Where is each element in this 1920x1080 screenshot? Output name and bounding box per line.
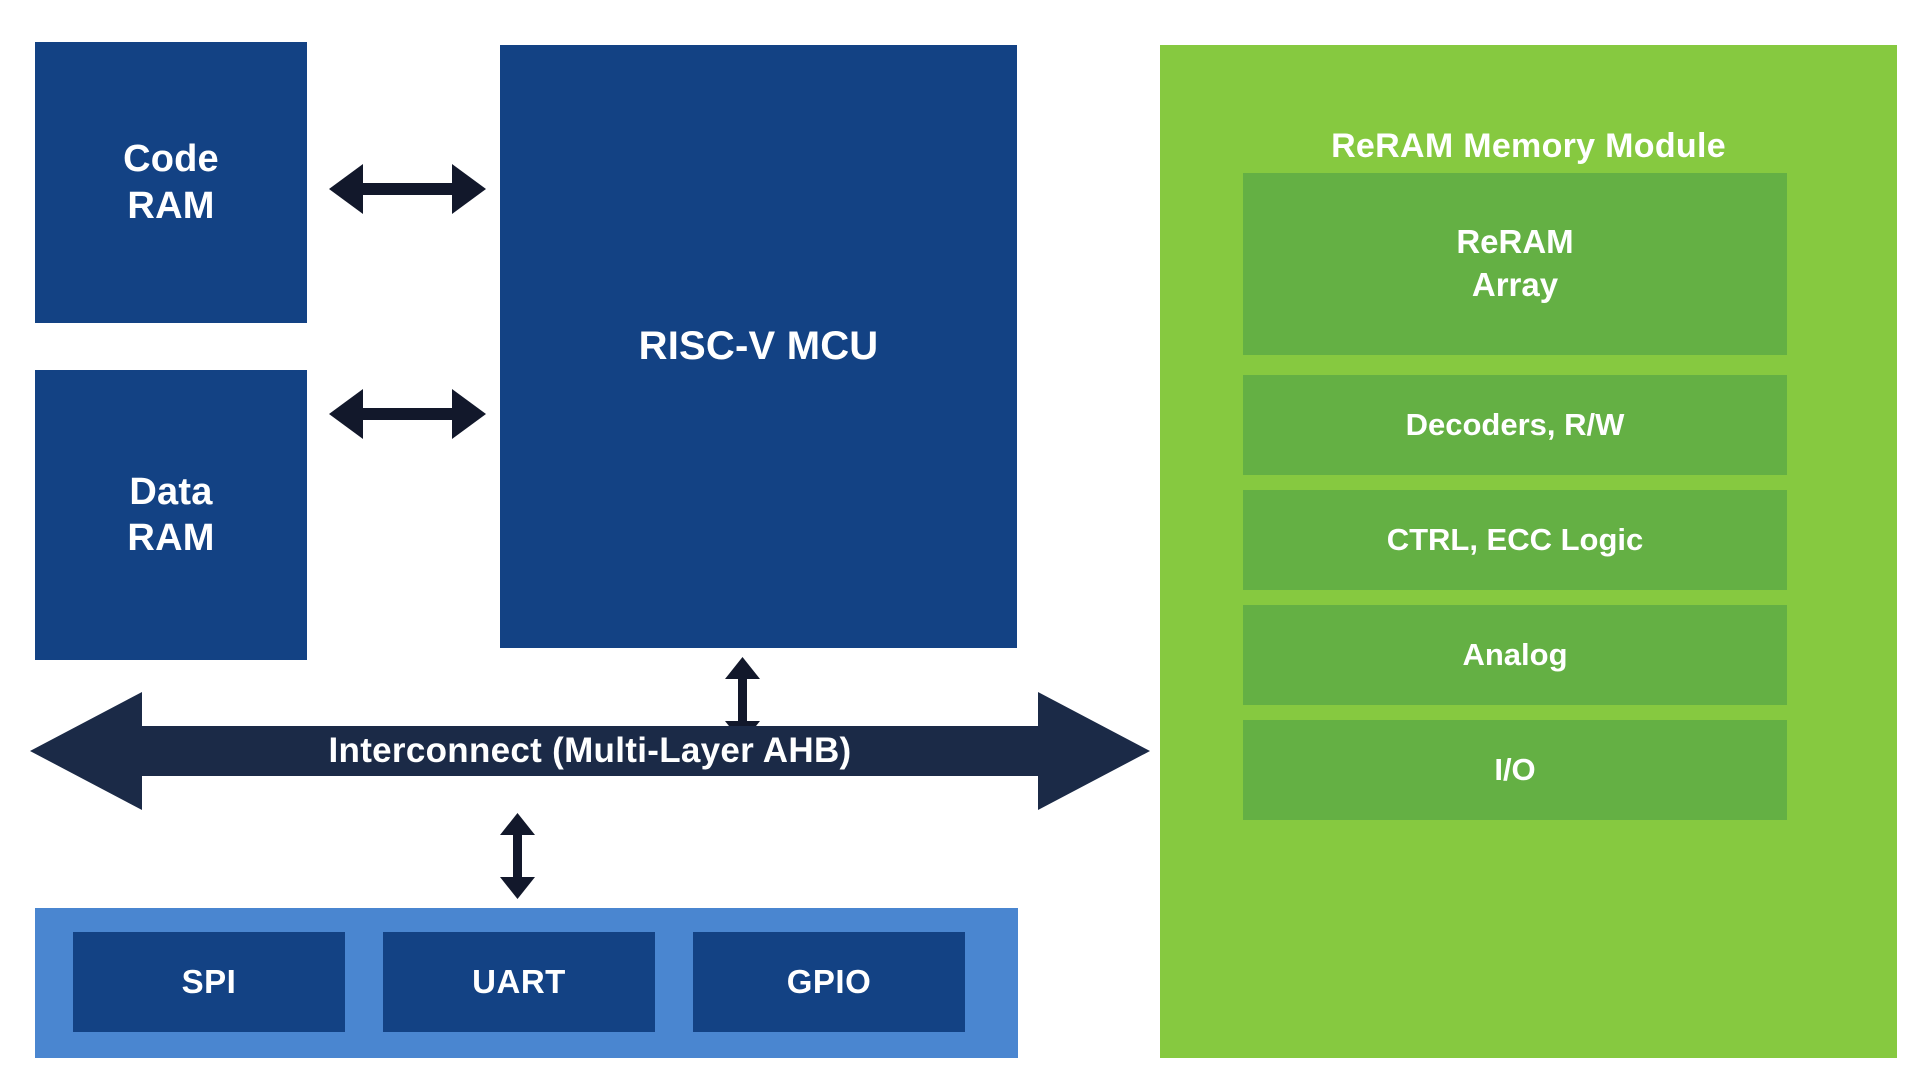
io-block: I/O [1243, 720, 1787, 820]
code-ram-to-cpu-arrow-icon [329, 164, 486, 214]
risc-v-mcu-block: RISC-V MCU [500, 45, 1017, 648]
peripheral-uart-block: UART [383, 932, 655, 1032]
data-ram-to-cpu-arrow-icon [329, 389, 486, 439]
analog-block: Analog [1243, 605, 1787, 705]
peripherals-container: SPI UART GPIO [35, 908, 1018, 1058]
decoders-rw-block: Decoders, R/W [1243, 375, 1787, 475]
reram-module-title: ReRAM Memory Module [1331, 127, 1726, 165]
reram-array-block: ReRAM Array [1243, 173, 1787, 355]
data-ram-block: Data RAM [35, 370, 307, 660]
ctrl-ecc-logic-block: CTRL, ECC Logic [1243, 490, 1787, 590]
interconnect-to-peripherals-arrow-icon [500, 813, 535, 899]
reram-memory-module-container: ReRAM Memory Module ReRAM Array Decoders… [1160, 45, 1897, 1058]
interconnect-bus-arrow [30, 692, 1150, 810]
peripheral-spi-block: SPI [73, 932, 345, 1032]
code-ram-block: Code RAM [35, 42, 307, 323]
peripheral-gpio-block: GPIO [693, 932, 965, 1032]
